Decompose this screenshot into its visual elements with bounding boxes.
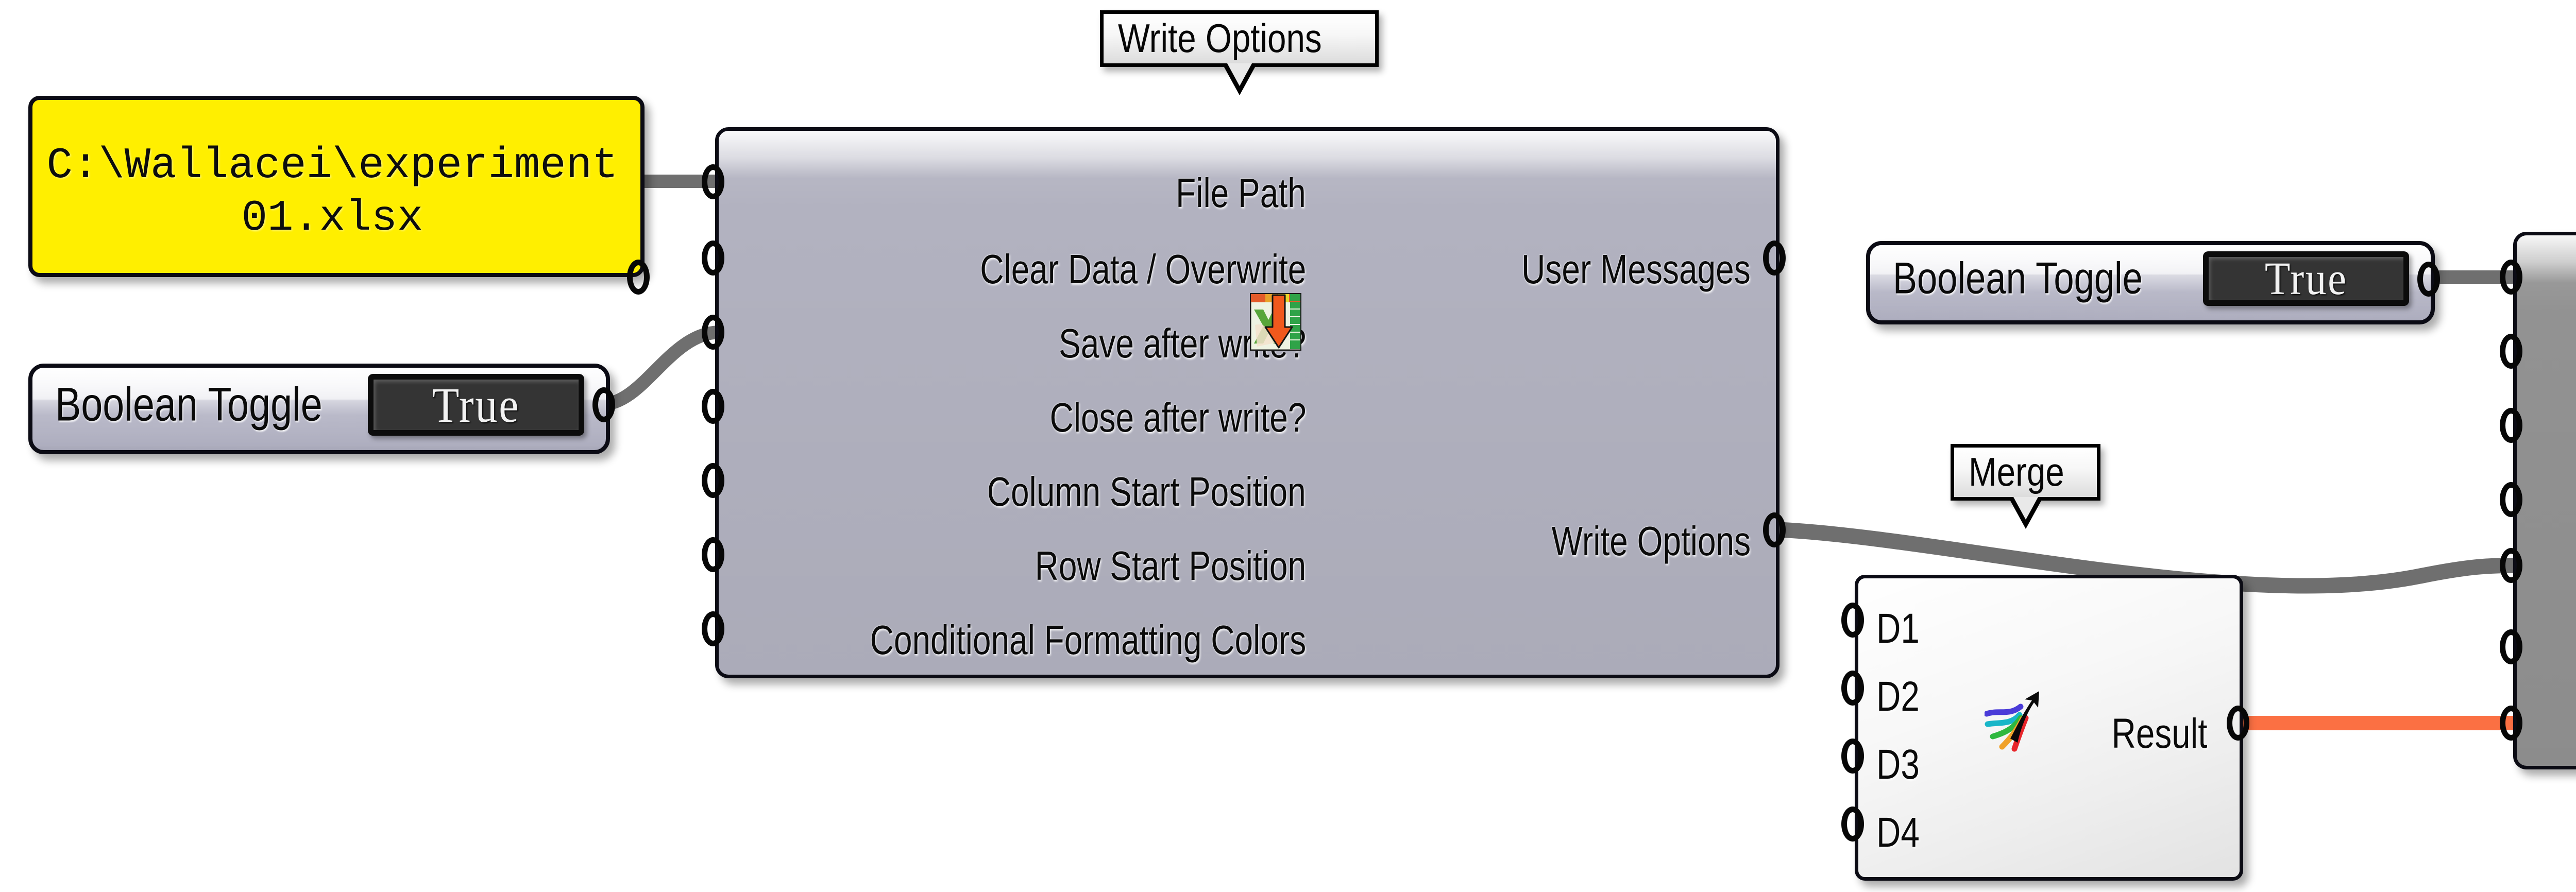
port-in-d2[interactable]: [1841, 671, 1864, 706]
toggle-value-box[interactable]: True: [2203, 251, 2409, 306]
port-in-close-after-write[interactable]: [702, 389, 724, 424]
port-in-column-names[interactable]: [2500, 408, 2522, 443]
callout-tail: [2008, 497, 2043, 529]
toggle-label: Boolean Toggle: [55, 378, 323, 431]
callout-label: Merge: [1969, 449, 2064, 494]
label-out-user-messages: User Messages: [1521, 246, 1751, 292]
port-out-result[interactable]: [2227, 706, 2249, 741]
port-in-column-start[interactable]: [702, 463, 724, 498]
excel-write-down-icon: [1249, 293, 1302, 351]
label-in-column-start: Column Start Position: [987, 469, 1306, 514]
write-to-excel-body: [2513, 232, 2576, 769]
port-in-row-names[interactable]: [2500, 482, 2522, 517]
component-write-options[interactable]: File Path Clear Data / Overwrite Save af…: [702, 127, 1786, 678]
callout-tail: [1222, 63, 1257, 95]
toggle-output-port[interactable]: [592, 387, 615, 422]
toggle-value-text: True: [2264, 253, 2348, 304]
label-in-row-start: Row Start Position: [1035, 543, 1306, 589]
component-write-to-excel[interactable]: Run? Excel Worksheet Column Names Row Na…: [2500, 232, 2576, 769]
boolean-toggle-right[interactable]: Boolean Toggle True: [1866, 241, 2440, 324]
file-path-text: C:\Wallacei\experiment 01.xlsx: [46, 142, 618, 244]
port-out-write-options[interactable]: [1763, 512, 1786, 547]
toggle-value-box[interactable]: True: [368, 374, 584, 436]
toggle-output-port[interactable]: [2417, 262, 2440, 297]
label-in-cond-formatting: Conditional Formatting Colors: [870, 617, 1306, 663]
label-in-d2: D2: [1876, 673, 1920, 720]
port-in-file-path[interactable]: [702, 164, 724, 199]
file-path-panel[interactable]: C:\Wallacei\experiment 01.xlsx: [28, 96, 650, 295]
port-in-row-start[interactable]: [702, 537, 724, 572]
port-in-save-after-write[interactable]: [702, 315, 724, 350]
label-in-close-after-write: Close after write?: [1049, 394, 1306, 440]
label-in-d3: D3: [1876, 741, 1920, 788]
callout-box: Merge: [1951, 444, 2101, 529]
port-in-run[interactable]: [2500, 260, 2522, 295]
label-in-file-path: File Path: [1176, 170, 1306, 216]
port-in-d3[interactable]: [1841, 739, 1864, 774]
toggle-value-text: True: [432, 377, 520, 433]
panel-output-port[interactable]: [627, 260, 650, 295]
port-in-cond-formatting[interactable]: [702, 611, 724, 646]
port-out-user-messages[interactable]: [1763, 241, 1786, 276]
label-out-result: Result: [2111, 710, 2207, 757]
port-in-data-columns[interactable]: [2500, 706, 2522, 741]
port-in-d4[interactable]: [1841, 807, 1864, 842]
merge-arrow-icon: [1984, 689, 2046, 766]
callout-write-options: Write Options: [1100, 10, 1379, 95]
label-in-d1: D1: [1876, 605, 1920, 652]
label-out-write-options: Write Options: [1551, 518, 1751, 564]
toggle-label: Boolean Toggle: [1893, 253, 2143, 303]
callout-merge: Merge: [1951, 444, 2101, 529]
label-in-d4: D4: [1876, 809, 1920, 856]
port-in-worksheet[interactable]: [2500, 334, 2522, 369]
write-to-excel-sheen: [2517, 235, 2576, 766]
panel-body: [28, 96, 645, 277]
callout-box: Write Options: [1100, 10, 1379, 95]
callout-label: Write Options: [1118, 15, 1322, 61]
label-in-clear-data: Clear Data / Overwrite: [979, 246, 1306, 292]
boolean-toggle-left[interactable]: Boolean Toggle True: [28, 364, 615, 454]
port-in-clear-data[interactable]: [702, 241, 724, 276]
port-in-write-options[interactable]: [2500, 548, 2522, 583]
port-in-d1[interactable]: [1841, 603, 1864, 638]
port-in-columns-rows[interactable]: [2500, 629, 2522, 664]
component-merge[interactable]: D1 D2 D3 D4 Result: [1841, 575, 2249, 881]
